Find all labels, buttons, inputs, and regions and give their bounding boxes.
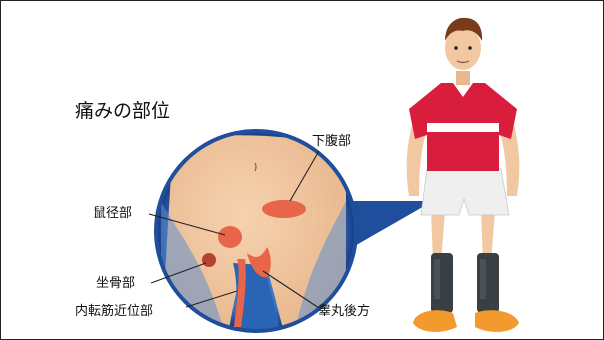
diagram-title: 痛みの部位: [75, 102, 170, 121]
pain-lower-abdomen: [262, 200, 306, 218]
player-figure: [407, 18, 520, 332]
pain-inguinal: [218, 226, 242, 248]
label-ischium: 坐骨部: [96, 277, 135, 290]
label-behind-testis: 睾丸後方: [318, 305, 370, 318]
label-inguinal: 鼠径部: [93, 207, 132, 220]
magnify-pointer: [346, 201, 433, 251]
label-adductor-origin: 内転筋近位部: [75, 305, 153, 318]
label-lower-abdomen: 下腹部: [312, 135, 351, 148]
pain-ischium: [202, 253, 216, 267]
